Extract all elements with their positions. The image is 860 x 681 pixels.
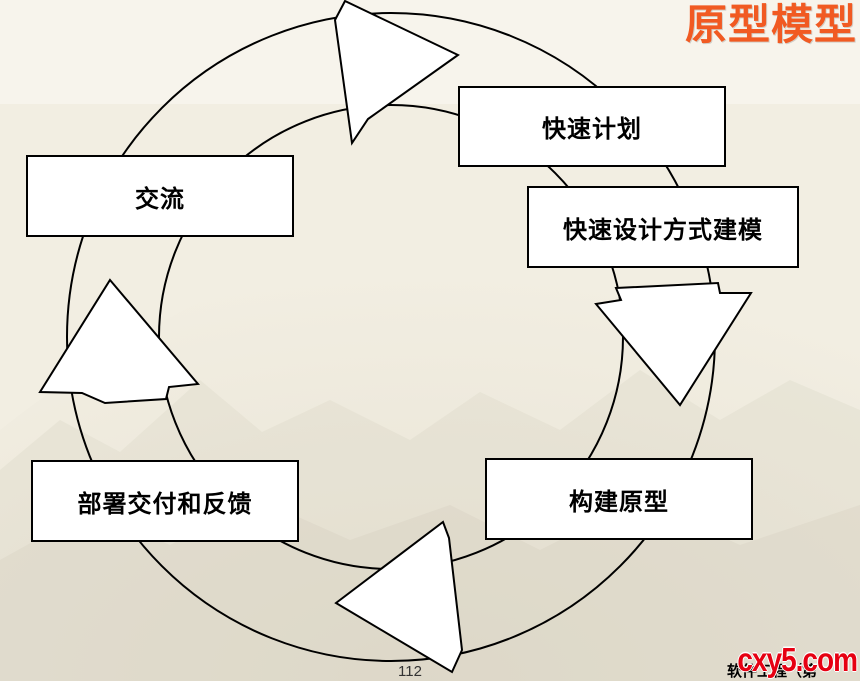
step-label: 快速计划 [542, 115, 642, 143]
cycle-arrow-right [594, 281, 753, 407]
step-label: 部署交付和反馈 [77, 489, 253, 518]
step-label: 交流 [135, 184, 185, 213]
step-quick-plan: 快速计划 [458, 86, 726, 167]
step-construction-of-prototype: 构建原型 [485, 458, 753, 540]
step-deployment-delivery-feedback: 部署交付和反馈 [31, 460, 299, 542]
page-number: 112 [398, 663, 422, 680]
step-communication: 交流 [26, 155, 294, 237]
step-modeling-quick-design: 快速设计方式建模 [527, 186, 799, 268]
cycle-arrow-top [333, 0, 460, 146]
cycle-arrow-bottom [334, 520, 464, 674]
book-title: 软件工程（第 [727, 662, 818, 680]
step-label: 构建原型 [569, 487, 669, 516]
step-label: 快速设计方式建模 [563, 215, 763, 244]
slide-title: 原型模型 [684, 0, 857, 49]
site-watermark: cxy5.com [737, 640, 858, 678]
cycle-arrow-left [38, 278, 200, 405]
